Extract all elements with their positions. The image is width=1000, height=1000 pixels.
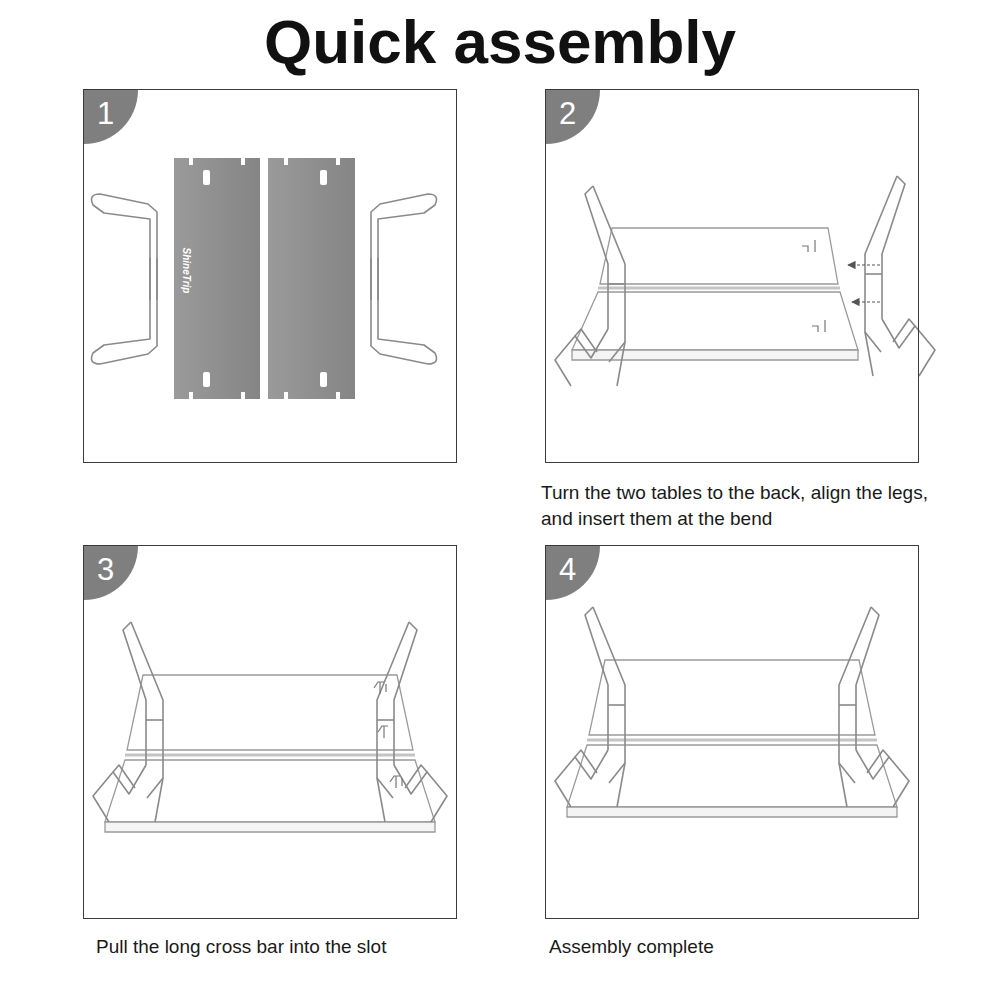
table-insert-step: [600, 228, 838, 284]
crossbar-step: [93, 622, 447, 832]
table-insert-step: [802, 240, 815, 252]
crossbar-step: [93, 622, 447, 832]
table-boards: [241, 158, 245, 165]
crossbar-step: [378, 726, 388, 738]
complete-table: [555, 607, 909, 817]
step-panel: 4Assembly complete: [545, 545, 919, 919]
table-insert-step: [555, 176, 935, 386]
step-caption: Assembly complete: [549, 934, 949, 960]
brand-logo: ShineTrip: [182, 247, 193, 293]
table-boards: [268, 158, 355, 399]
step-panel: 2Turn the two tables to the back, align …: [545, 89, 919, 463]
wire-leg-flat: [92, 194, 157, 364]
table-boards: [189, 392, 193, 399]
table-boards: [336, 392, 340, 399]
table-insert-step: [572, 228, 858, 360]
step-badge: 3: [84, 546, 138, 600]
crossbar-step: [374, 682, 386, 694]
table-insert-step: [852, 301, 880, 302]
table-boards: [189, 158, 193, 165]
wire-leg-flat: [92, 258, 157, 364]
step-number: 4: [559, 552, 576, 588]
crossbar-step: [390, 776, 402, 788]
wire-leg-flat: [92, 194, 157, 300]
table-boards: [284, 158, 288, 165]
step-number: 1: [97, 96, 114, 132]
step-caption: Pull the long cross bar into the slot: [96, 934, 496, 960]
table-boards: [320, 170, 327, 185]
table-insert-step: [598, 287, 840, 290]
step-badge: 4: [546, 546, 600, 600]
step-badge: 1: [84, 90, 138, 144]
table-boards: [203, 170, 210, 185]
crossbar-step: [374, 682, 402, 788]
table-insert-step: [848, 265, 880, 302]
wire-leg-flat: [92, 194, 437, 364]
table-boards: [174, 158, 355, 399]
table-insert-step: [555, 186, 625, 386]
table-boards: [174, 158, 260, 399]
table-boards: [203, 372, 210, 387]
wire-leg-flat: [371, 194, 436, 364]
table-insert-step: [802, 240, 825, 332]
table-insert-step: [572, 292, 858, 350]
table-boards: [336, 158, 340, 165]
table-boards: [320, 372, 327, 387]
step-panel: 1: [83, 89, 457, 463]
page-title: Quick assembly: [0, 2, 1000, 82]
table-insert-step: [812, 320, 825, 332]
complete-table: [555, 607, 909, 817]
table-boards: [241, 392, 245, 399]
step-badge: 2: [546, 90, 600, 144]
step-number: 2: [559, 96, 576, 132]
table-boards: [189, 158, 340, 399]
table-insert-step: [865, 176, 935, 376]
table-boards: [284, 392, 288, 399]
table-insert-step: [848, 264, 880, 265]
step-caption: Turn the two tables to the back, align t…: [541, 480, 941, 532]
step-panel: 3Pull the long cross bar into the slot: [83, 545, 457, 919]
step-number: 3: [97, 552, 114, 588]
